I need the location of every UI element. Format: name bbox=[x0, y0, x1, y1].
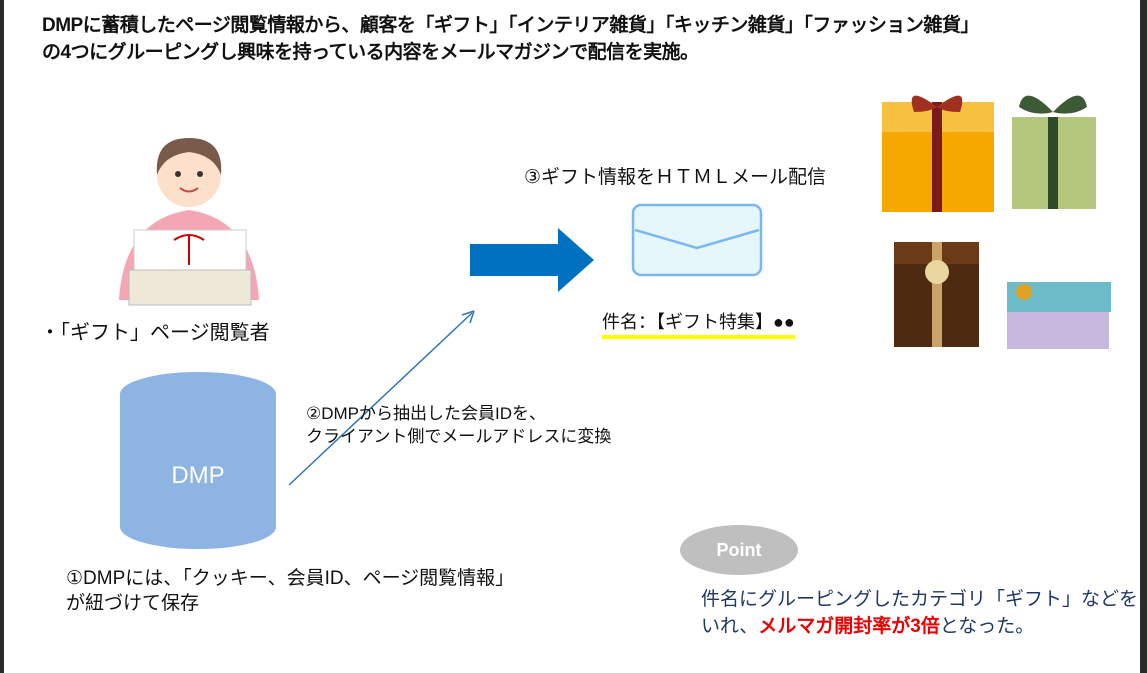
point-line-2: いれ、メルマガ開封率が3倍となった。 bbox=[701, 613, 1138, 640]
step1-line-1: ①DMPには、「クッキー、会員ID、ページ閲覧情報」 bbox=[66, 568, 515, 589]
point-badge: Point bbox=[680, 525, 798, 575]
title-line-2: の4つにグルーピングし興味を持っている内容をメールマガジンで配信を実施。 bbox=[42, 42, 699, 63]
step1-text: ①DMPには、「クッキー、会員ID、ページ閲覧情報」 が紐づけて保存 bbox=[66, 566, 514, 616]
point-highlight: メルマガ開封率が3倍 bbox=[758, 616, 940, 637]
mail-subject: 件名：【ギフト特集】●● bbox=[602, 308, 795, 339]
step2-line-2: クライアント側でメールアドレスに変換 bbox=[306, 427, 612, 446]
slide: DMPに蓄積したページ閲覧情報から、顧客を「ギフト」「インテリア雑貨」「キッチン… bbox=[4, 0, 1140, 673]
viewer-label: ・「ギフト」ページ閲覧者 bbox=[40, 322, 270, 344]
envelope-icon bbox=[631, 203, 763, 277]
step2-text: ②DMPから抽出した会員IDを、 クライアント側でメールアドレスに変換 bbox=[306, 402, 611, 448]
thin-arrow-icon bbox=[288, 310, 475, 486]
dmp-label: DMP bbox=[171, 462, 225, 489]
point-text: 件名にグルーピングしたカテゴリ「ギフト」などを いれ、メルマガ開封率が3倍となっ… bbox=[701, 586, 1138, 640]
gift-boxes-icon bbox=[882, 95, 1111, 349]
dmp-database-icon bbox=[120, 372, 276, 549]
step2-line-1: ②DMPから抽出した会員IDを、 bbox=[306, 404, 547, 423]
title-line-1: DMPに蓄積したページ閲覧情報から、顧客を「ギフト」「インテリア雑貨」「キッチン… bbox=[42, 15, 979, 36]
step1-line-2: が紐づけて保存 bbox=[66, 593, 200, 614]
page-title: DMPに蓄積したページ閲覧情報から、顧客を「ギフト」「インテリア雑貨」「キッチン… bbox=[42, 12, 979, 66]
point-line-2-pre: いれ、 bbox=[701, 616, 759, 637]
step3-text: ③ギフト情報をＨＴＭＬメール配信 bbox=[524, 167, 827, 188]
person-with-gift-icon bbox=[119, 138, 259, 306]
point-line-1: 件名にグルーピングしたカテゴリ「ギフト」などを bbox=[701, 589, 1139, 610]
big-arrow-icon bbox=[470, 228, 594, 292]
point-line-2-post: となった。 bbox=[939, 616, 1035, 637]
